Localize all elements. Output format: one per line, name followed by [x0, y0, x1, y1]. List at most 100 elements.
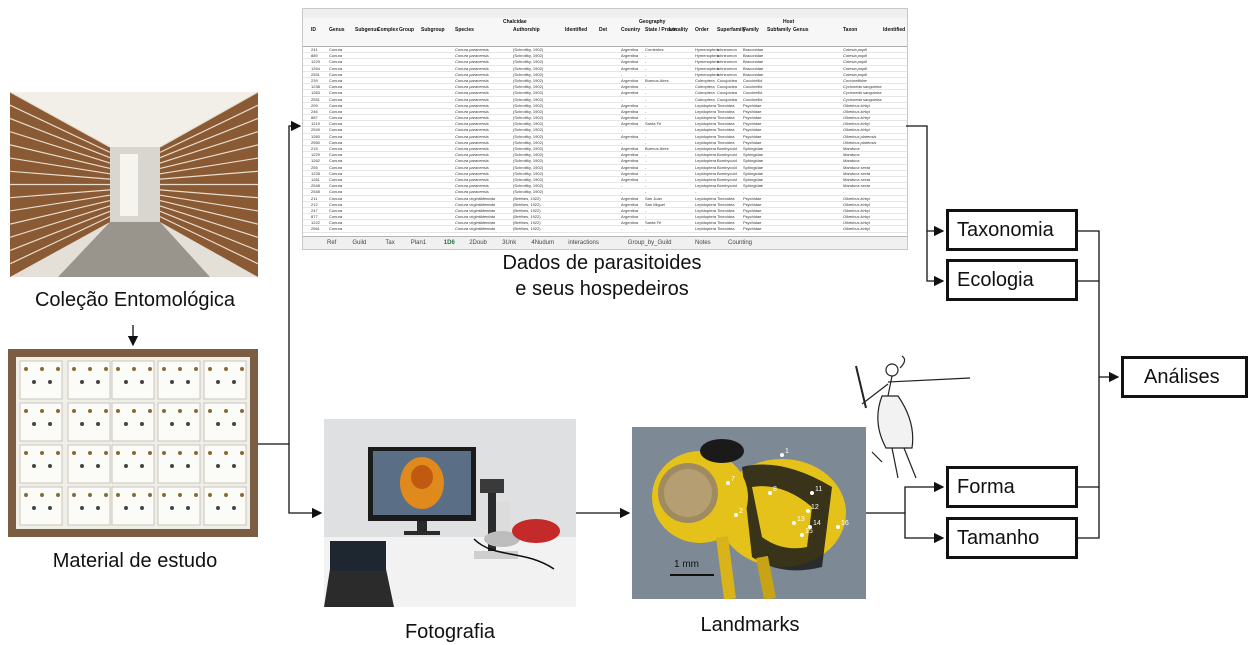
spreadsheet-cell: Manduca sexta	[843, 183, 871, 189]
spreadsheet-cell: Oiketicus kirbyi	[843, 115, 870, 121]
spreadsheet-header-cell: Country	[621, 27, 641, 33]
spreadsheet-cell: Ichneumon	[717, 53, 737, 59]
spreadsheet-cell: (Schrottky, 1902)	[513, 108, 544, 114]
sheet-tab[interactable]: Counting	[728, 240, 753, 246]
landmark-label: 8	[773, 486, 777, 493]
spreadsheet-cell: (Schrottky, 1902)	[513, 139, 544, 145]
sheet-tab[interactable]: Guild	[352, 240, 367, 246]
spreadsheet-cell: 2550	[311, 139, 320, 145]
spreadsheet-cell: -	[645, 96, 647, 102]
spreadsheet-cell: Corrientes	[645, 47, 664, 52]
spreadsheet-cell: 2549	[311, 127, 320, 133]
spreadsheet-cell: 1229	[311, 152, 320, 158]
spreadsheet-cell: Manduca sexta	[843, 170, 871, 176]
spreadsheet-cell: Conura	[329, 158, 343, 164]
landmark-point	[792, 521, 796, 525]
sheet-tab[interactable]: interactions	[568, 240, 599, 246]
landmark-point	[806, 509, 810, 513]
spreadsheet-cell: Conura paranensis	[455, 77, 489, 83]
dancer-illustration	[842, 352, 974, 482]
spreadsheet-cell: -	[645, 108, 647, 114]
spreadsheet-cell: Conura paranensis	[455, 152, 489, 158]
spreadsheet-cell: -	[645, 170, 647, 176]
spreadsheet-cell: (Bréthes, 1922)	[513, 201, 541, 207]
spreadsheet-cell: Conura	[329, 47, 343, 52]
spreadsheet-header-cell: State / Provin	[645, 27, 677, 33]
sheet-tab[interactable]: Tax	[385, 240, 395, 246]
landmark-label: 2	[739, 508, 743, 515]
spreadsheet-cell: Conura	[329, 84, 343, 90]
spreadsheet-cell: Lepidoptera	[695, 214, 717, 220]
spreadsheet-cell: (Bréthes, 1922)	[513, 195, 541, 201]
spreadsheet-cell: -	[695, 189, 697, 195]
spreadsheet-cell: -	[645, 158, 647, 164]
spreadsheet-cell: (Schrottky, 1902)	[513, 71, 544, 77]
spreadsheet-cell: Conura paranensis	[455, 71, 489, 77]
spreadsheet-cell: Hymenoptera	[695, 53, 720, 59]
spreadsheet-cell: Santa Fé	[645, 220, 662, 226]
spreadsheet-header-cell: Authorship	[513, 27, 540, 33]
spreadsheet-cell: (Bréthes, 1922)	[513, 220, 541, 226]
sheet-tab[interactable]: Group_by_Guild	[627, 240, 672, 246]
spreadsheet-header-cell: Genus	[793, 27, 809, 33]
landmark-label: 13	[797, 516, 805, 523]
spreadsheet-cell: Conura virgintiidentata	[455, 201, 496, 207]
landmark-label: 14	[813, 520, 821, 527]
spreadsheet-cell: Conura virgintiidentata	[455, 214, 496, 220]
landmark-point	[726, 481, 730, 485]
spreadsheet-cell: Cucujoidea	[717, 96, 738, 102]
spreadsheet-cell: Cotesia popili	[843, 59, 868, 65]
sheet-tab[interactable]: Ref	[327, 240, 337, 246]
spreadsheet-cell: Coccinellid	[743, 96, 763, 102]
landmark-point	[810, 491, 814, 495]
arrow-landmarks-to-shape	[904, 481, 945, 513]
spreadsheet-cell: Cycloneda sanguinea	[843, 96, 882, 102]
spreadsheet-cell: Psychidae	[743, 102, 762, 108]
spreadsheet-cell: 2551	[311, 96, 320, 102]
spreadsheet-cell: Coccinellid	[743, 84, 763, 90]
sheet-tab[interactable]: 4Nudum	[531, 240, 555, 246]
spreadsheet-cell: (Schrottky, 1902)	[513, 121, 544, 127]
spreadsheet-cell: San Miguel	[645, 201, 666, 207]
sheet-tab[interactable]: 3Unk	[502, 240, 517, 246]
spreadsheet-cell: (Schrottky, 1902)	[513, 152, 544, 158]
spreadsheet-cell: Coleoptera	[695, 96, 715, 102]
spreadsheet-cell: Psychidae	[743, 201, 762, 207]
spreadsheet-cell: 209	[311, 102, 318, 108]
spreadsheet-cell: Oiketicus kirbyi	[843, 226, 870, 232]
spreadsheet-cell: Sphingidae	[743, 170, 764, 176]
spreadsheet-cell: Manduca	[843, 152, 860, 158]
spreadsheet-cell: Lepidoptera	[695, 108, 717, 114]
landmark-point	[734, 513, 738, 517]
spreadsheet-cell: (Schrottky, 1902)	[513, 127, 544, 133]
spreadsheet-cell: Lepidoptera	[695, 195, 717, 201]
spreadsheet-cell: Tineoidea	[717, 214, 735, 220]
spreadsheet-cell: 2548	[311, 189, 320, 195]
spreadsheet-cell: Argentina	[621, 146, 639, 151]
landmark-label: 7	[731, 476, 735, 483]
spreadsheet-cell: Conura	[329, 115, 343, 121]
spreadsheet-cell: Bombycoid	[717, 176, 737, 182]
sheet-tab[interactable]: Plan1	[410, 240, 427, 246]
spreadsheet-cell: (Schrottky, 1902)	[513, 133, 544, 139]
spreadsheet-cell: (Schrottky, 1902)	[513, 90, 544, 96]
box-analises: Análises	[1121, 356, 1248, 398]
spreadsheet-cell: Sphingidae	[743, 164, 764, 170]
spreadsheet-cell: Psychidae	[743, 127, 762, 133]
spreadsheet-cell: Ichneumon	[717, 71, 737, 77]
sheet-tab[interactable]: 1D6	[444, 237, 455, 249]
data-caption-line1: Dados de parasitoides	[502, 252, 702, 274]
spreadsheet-cell: Argentina	[621, 59, 639, 65]
sheet-tab[interactable]: Notes	[695, 240, 711, 246]
spreadsheet-cell: Argentina	[621, 176, 639, 182]
landmark-label: 11	[815, 486, 822, 493]
spreadsheet-cell: 1228	[311, 170, 320, 176]
sheet-tab[interactable]: 2Doub	[469, 240, 487, 246]
spreadsheet-cell: Sphingidae	[743, 183, 764, 189]
spreadsheet-cell: Conura paranensis	[455, 127, 489, 133]
